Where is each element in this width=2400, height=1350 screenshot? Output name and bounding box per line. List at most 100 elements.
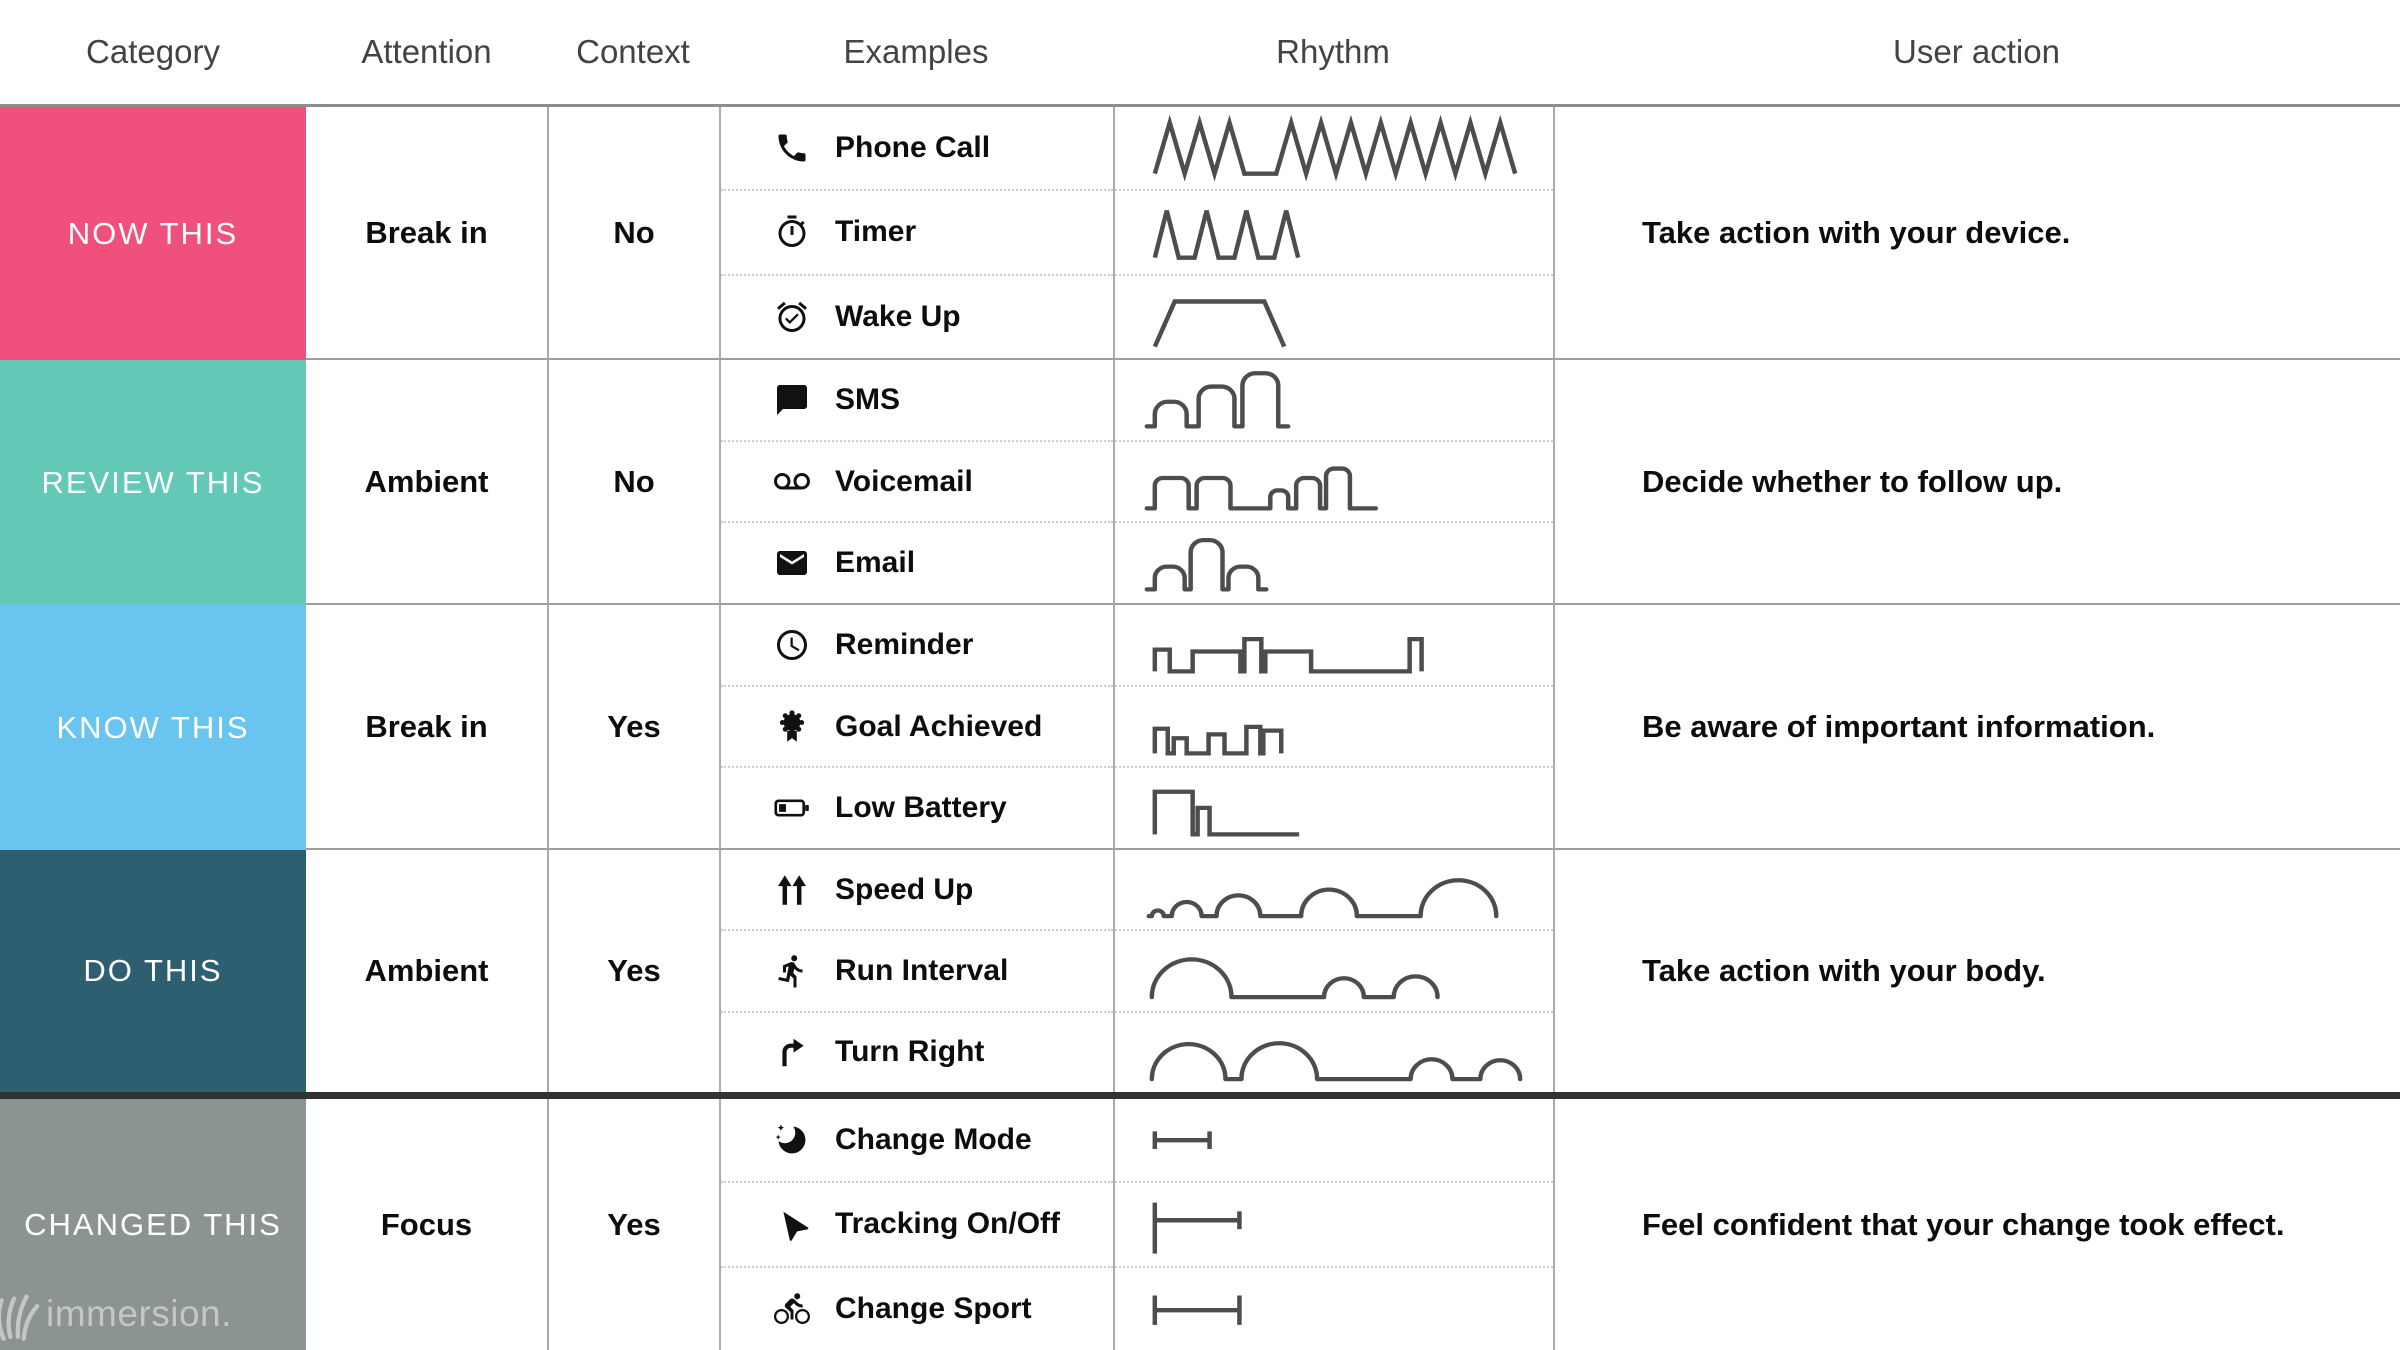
phone-call-rhythm-wave xyxy=(1152,114,1518,182)
turn-right-rhythm-wave xyxy=(1149,1040,1523,1081)
examples-cell: Change Mode Tracking On/Off Change Sport xyxy=(719,1099,1113,1350)
example-label: Voicemail xyxy=(835,464,973,498)
reminder-rhythm-wave xyxy=(1152,637,1424,674)
example-item: Change Mode xyxy=(721,1099,1113,1181)
example-item: Change Sport xyxy=(721,1265,1113,1350)
speed-up-rhythm-wave xyxy=(1146,878,1499,919)
example-item: Email xyxy=(721,521,1113,603)
example-item: Reminder xyxy=(721,605,1113,685)
example-label: Email xyxy=(835,546,916,580)
change-sport-rhythm-wave xyxy=(1152,1295,1242,1325)
immersion-hand-icon xyxy=(0,1281,40,1346)
example-label: Speed Up xyxy=(835,872,974,906)
category-label: CHANGED THIS xyxy=(24,1206,282,1242)
tracking-on-off-rhythm-wave xyxy=(1152,1202,1242,1254)
low-battery-icon xyxy=(773,789,811,827)
example-label: Low Battery xyxy=(835,791,1007,825)
example-item: Voicemail xyxy=(721,439,1113,522)
context-value: No xyxy=(547,107,719,360)
timer-icon xyxy=(773,213,811,251)
column-header-user-action: User action xyxy=(1893,33,2060,70)
user-action-text: Take action with your body. xyxy=(1553,850,2400,1092)
attention-value: Ambient xyxy=(306,360,547,605)
example-item: SMS xyxy=(721,360,1113,440)
category-cell: REVIEW THIS xyxy=(0,360,306,605)
table-row: KNOW THIS Break in Yes Reminder Goal Ach… xyxy=(0,605,2400,850)
example-label: Change Sport xyxy=(835,1291,1032,1325)
voicemail-icon xyxy=(773,463,811,501)
tracking-icon xyxy=(773,1205,811,1243)
column-header-attention: Attention xyxy=(361,33,492,70)
category-label: REVIEW THIS xyxy=(41,464,265,500)
context-value: Yes xyxy=(547,850,719,1092)
user-action-text: Be aware of important information. xyxy=(1553,605,2400,850)
example-label: Wake Up xyxy=(835,299,961,333)
context-value: Yes xyxy=(547,1099,719,1350)
column-header-context: Context xyxy=(576,33,690,70)
example-item: Timer xyxy=(721,189,1113,273)
example-item: Tracking On/Off xyxy=(721,1181,1113,1265)
change-mode-rhythm-wave xyxy=(1152,1131,1212,1149)
sms-rhythm-wave xyxy=(1144,371,1291,429)
sms-icon xyxy=(773,381,811,419)
speed-up-icon xyxy=(773,871,811,909)
run-interval-icon xyxy=(773,952,811,990)
table-row: CHANGED THIS Focus Yes Change Mode Track… xyxy=(0,1099,2400,1350)
category-label: DO THIS xyxy=(83,953,223,988)
example-label: Tracking On/Off xyxy=(835,1207,1061,1241)
example-item: Run Interval xyxy=(721,929,1113,1010)
email-icon xyxy=(773,544,811,582)
example-label: Timer xyxy=(835,215,917,249)
goal-achieved-icon xyxy=(773,708,811,746)
table-row: NOW THIS Break in No Phone Call Timer Wa… xyxy=(0,107,2400,360)
phone-icon xyxy=(773,129,811,167)
attention-value: Ambient xyxy=(364,953,489,988)
examples-cell: SMS Voicemail Email xyxy=(719,360,1113,605)
alarm-clock-icon xyxy=(773,298,811,336)
example-item: Speed Up xyxy=(721,850,1113,929)
example-label: SMS xyxy=(835,382,901,416)
attention-value: Focus xyxy=(380,1206,473,1242)
email-rhythm-wave xyxy=(1144,538,1269,592)
example-item: Wake Up xyxy=(721,273,1113,358)
table-row: REVIEW THIS Ambient No SMS Voicemail Ema… xyxy=(0,360,2400,605)
category-label: KNOW THIS xyxy=(56,709,250,745)
category-cell: DO THIS xyxy=(0,850,306,1092)
table-header: Category Attention Context Examples Rhyt… xyxy=(0,0,2400,107)
attention-value: Break in xyxy=(306,605,547,850)
voicemail-rhythm-wave xyxy=(1144,466,1379,511)
rhythm-cell xyxy=(1113,850,1553,1092)
column-header-category: Category xyxy=(86,33,220,70)
user-action-text: Take action with your device. xyxy=(1553,107,2400,360)
immersion-watermark: immersion. xyxy=(0,1281,232,1346)
watermark-label: immersion. xyxy=(46,1292,232,1334)
context-value: No xyxy=(547,360,719,605)
example-label: Turn Right xyxy=(835,1035,985,1069)
reminder-icon xyxy=(773,626,811,664)
context-value: Yes xyxy=(547,605,719,850)
example-label: Change Mode xyxy=(835,1123,1032,1157)
user-action-text: Decide whether to follow up. xyxy=(1553,360,2400,605)
example-label: Phone Call xyxy=(835,131,991,165)
example-item: Phone Call xyxy=(721,107,1113,189)
change-sport-icon xyxy=(773,1290,811,1328)
wake-up-rhythm-wave xyxy=(1152,298,1287,348)
timer-rhythm-wave xyxy=(1152,210,1301,261)
rhythm-cell xyxy=(1113,605,1553,850)
example-item: Low Battery xyxy=(721,766,1113,848)
example-item: Turn Right xyxy=(721,1010,1113,1092)
rhythm-cell xyxy=(1113,360,1553,605)
user-action-text: Feel confident that your change took eff… xyxy=(1553,1099,2400,1350)
column-header-examples: Examples xyxy=(843,33,989,70)
turn-right-icon xyxy=(773,1033,811,1071)
example-label: Reminder xyxy=(835,627,974,661)
example-item: Goal Achieved xyxy=(721,684,1113,767)
low-battery-rhythm-wave xyxy=(1152,789,1300,837)
column-header-rhythm: Rhythm xyxy=(1276,33,1390,70)
table-row: DO THIS Ambient Yes Speed Up Run Interva… xyxy=(0,850,2400,1099)
rhythm-cell xyxy=(1113,1099,1553,1350)
category-cell: CHANGED THIS xyxy=(0,1099,306,1350)
change-mode-icon xyxy=(773,1121,811,1159)
category-label: NOW THIS xyxy=(67,215,239,251)
